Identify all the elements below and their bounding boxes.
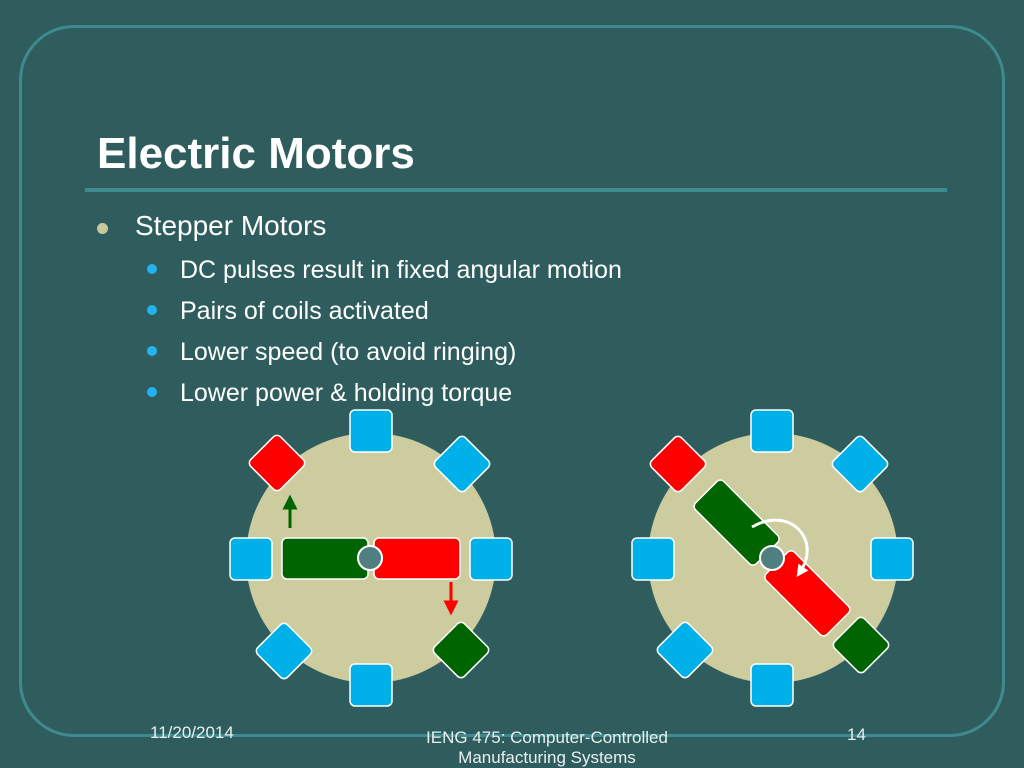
coil-top-left-active <box>248 434 306 492</box>
coil-top-left-active <box>649 435 707 493</box>
rotor-south-pole <box>281 537 369 580</box>
footer-date: 11/20/2014 <box>150 723 234 742</box>
subbullet-dot-icon <box>147 264 157 274</box>
coil-left <box>631 537 675 581</box>
rotor-shaft <box>759 545 785 571</box>
coil-top-right <box>831 435 889 493</box>
coil-bottom-left <box>656 621 714 679</box>
stepper-motor-diagrams <box>229 409 914 707</box>
coil-top <box>349 409 393 453</box>
coil-bottom-right-active <box>832 616 890 674</box>
rotation-arrow-icon <box>751 518 809 577</box>
subbullet-dot-icon <box>147 387 157 397</box>
bullet-dot-icon <box>97 223 108 234</box>
bullet-text: Stepper Motors <box>135 210 327 241</box>
coil-bottom <box>750 663 794 707</box>
subbullet-text: Lower power & holding torque <box>180 379 513 407</box>
footer-course-line2: Manufacturing Systems <box>458 748 636 767</box>
motor-right <box>631 409 914 707</box>
slide-frame <box>19 25 1005 737</box>
coil-left <box>229 537 273 581</box>
page-number: 14 <box>847 725 866 744</box>
coil-bottom-right-active <box>432 621 490 679</box>
coil-right <box>469 537 513 581</box>
subbullet-text: Pairs of coils activated <box>180 297 429 325</box>
coil-right <box>870 537 914 581</box>
coil-bottom-left <box>255 622 313 680</box>
coil-bottom <box>349 663 393 707</box>
footer-course-line1: IENG 475: Computer-Controlled <box>426 728 668 747</box>
coil-top-right <box>433 435 491 493</box>
rotor-shaft <box>357 545 383 571</box>
motor-left <box>229 409 513 707</box>
coil-top <box>750 409 794 453</box>
subbullet-text: DC pulses result in fixed angular motion <box>180 256 622 284</box>
subbullet-text: Lower speed (to avoid ringing) <box>180 338 517 366</box>
slide-title: Electric Motors <box>97 129 415 178</box>
title-divider <box>85 188 947 192</box>
subbullet-dot-icon <box>147 346 157 356</box>
subbullet-dot-icon <box>147 305 157 315</box>
footer-course: IENG 475: Computer-Controlled Manufactur… <box>372 728 722 768</box>
rotor-north-pole <box>373 537 461 580</box>
